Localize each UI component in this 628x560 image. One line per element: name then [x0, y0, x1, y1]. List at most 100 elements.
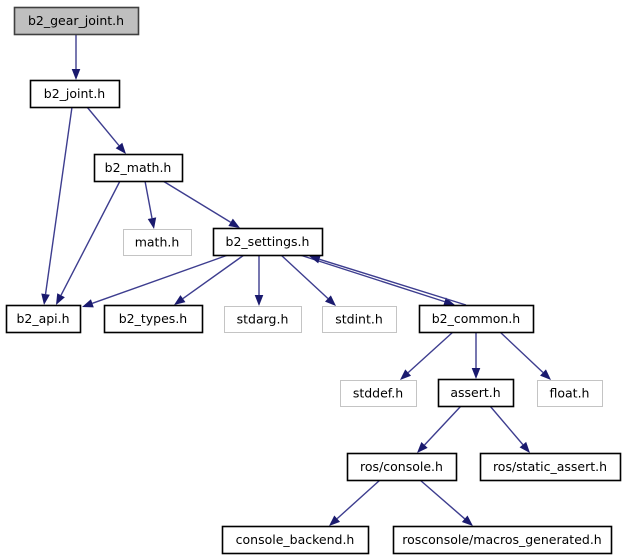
edge-b2_settings-to-stdarg [254, 255, 264, 306]
edge-b2_settings-to-b2_types [174, 254, 245, 305]
arrowhead-icon [309, 255, 321, 264]
node-label: stdarg.h [237, 312, 289, 327]
node-label: b2_math.h [105, 160, 172, 175]
arrowhead-icon [254, 295, 264, 306]
arrowhead-icon [228, 218, 240, 228]
node-box[interactable] [479, 452, 622, 482]
edge-b2_common-to-stddef [400, 331, 454, 380]
edge-line [44, 106, 73, 295]
node-box[interactable] [224, 306, 302, 333]
node-b2_gear_joint[interactable]: b2_gear_joint.h [13, 6, 140, 36]
node-b2_joint[interactable]: b2_joint.h [29, 79, 121, 109]
node-box[interactable] [537, 380, 603, 407]
edge-line [92, 254, 229, 304]
node-label: ros/static_assert.h [493, 459, 607, 474]
edge-line [336, 479, 381, 520]
node-math[interactable]: math.h [123, 229, 192, 256]
edge-line [280, 254, 329, 300]
edge-line [319, 258, 467, 306]
node-label: b2_gear_joint.h [28, 13, 124, 28]
edge-b2_gear_joint-to-b2_joint [71, 34, 81, 80]
node-box[interactable] [212, 227, 324, 257]
node-label: b2_api.h [16, 311, 69, 326]
node-ros_static[interactable]: ros/static_assert.h [479, 452, 622, 482]
node-float[interactable]: float.h [537, 380, 603, 407]
node-box[interactable] [123, 229, 192, 256]
node-box[interactable] [346, 452, 458, 482]
node-label: b2_settings.h [226, 234, 310, 249]
node-box[interactable] [221, 525, 370, 555]
edge-b2_math-to-b2_api [56, 180, 121, 305]
node-b2_api[interactable]: b2_api.h [5, 304, 82, 334]
node-label: stddef.h [353, 386, 403, 401]
edge-b2_joint-to-b2_api [41, 106, 73, 305]
node-ros_console[interactable]: ros/console.h [346, 452, 458, 482]
arrowhead-icon [82, 299, 94, 308]
node-box[interactable] [103, 304, 204, 334]
arrowhead-icon [56, 293, 65, 305]
node-b2_types[interactable]: b2_types.h [103, 304, 204, 334]
edge-line [489, 405, 524, 446]
node-label: console_backend.h [236, 532, 355, 547]
node-stdarg[interactable]: stdarg.h [224, 306, 302, 333]
arrowhead-icon [71, 69, 81, 80]
node-stddef[interactable]: stddef.h [340, 380, 417, 407]
arrowhead-icon [41, 293, 50, 305]
edge-b2_joint-to-b2_math [86, 106, 126, 154]
node-label: b2_common.h [432, 311, 520, 326]
arrowhead-icon [325, 295, 336, 306]
edge-line [299, 254, 445, 303]
node-label: math.h [135, 235, 180, 250]
node-box[interactable] [437, 378, 515, 408]
arrowhead-icon [174, 295, 186, 305]
edge-line [86, 106, 120, 146]
edge-b2_common-to-b2_settings [309, 255, 467, 306]
edge-b2_common-to-assert [471, 332, 481, 379]
edge-line [144, 180, 153, 219]
node-box[interactable] [5, 304, 82, 334]
node-box[interactable] [392, 525, 613, 555]
node-box[interactable] [340, 380, 417, 407]
node-box[interactable] [322, 306, 397, 333]
node-box[interactable] [13, 6, 140, 36]
node-label: b2_joint.h [44, 86, 105, 101]
edge-assert-to-ros_console [417, 405, 462, 453]
edge-ros_console-to-console_backend [329, 479, 381, 526]
node-label: assert.h [450, 385, 500, 400]
edge-line [499, 331, 544, 373]
edge-b2_settings-to-b2_api [82, 254, 229, 308]
edge-line [60, 180, 121, 296]
edge-b2_settings-to-b2_common [299, 254, 455, 306]
edge-line [182, 254, 245, 300]
node-b2_math[interactable]: b2_math.h [93, 153, 184, 183]
node-box[interactable] [29, 79, 121, 109]
node-label: rosconsole/macros_generated.h [402, 532, 601, 547]
node-stdint[interactable]: stdint.h [322, 306, 397, 333]
arrowhead-icon [400, 369, 412, 380]
edge-line [419, 479, 466, 520]
node-macros_generated[interactable]: rosconsole/macros_generated.h [392, 525, 613, 555]
node-assert[interactable]: assert.h [437, 378, 515, 408]
arrowhead-icon [329, 515, 341, 526]
edge-b2_math-to-math [144, 180, 157, 229]
arrowhead-icon [540, 369, 551, 380]
arrowhead-icon [443, 297, 455, 306]
edge-b2_math-to-b2_settings [162, 180, 240, 228]
node-b2_settings[interactable]: b2_settings.h [212, 227, 324, 257]
node-b2_common[interactable]: b2_common.h [418, 304, 535, 334]
node-box[interactable] [93, 153, 184, 183]
node-label: float.h [550, 386, 590, 401]
edge-line [407, 331, 454, 374]
edge-line [162, 180, 231, 223]
node-box[interactable] [418, 304, 535, 334]
edge-assert-to-ros_static [489, 405, 530, 453]
edge-b2_settings-to-stdint [280, 254, 336, 306]
arrowhead-icon [471, 368, 481, 379]
arrowhead-icon [519, 441, 530, 453]
edge-b2_common-to-float [499, 331, 551, 380]
edge-layer [41, 34, 551, 526]
arrowhead-icon [147, 217, 157, 229]
node-console_backend[interactable]: console_backend.h [221, 525, 370, 555]
